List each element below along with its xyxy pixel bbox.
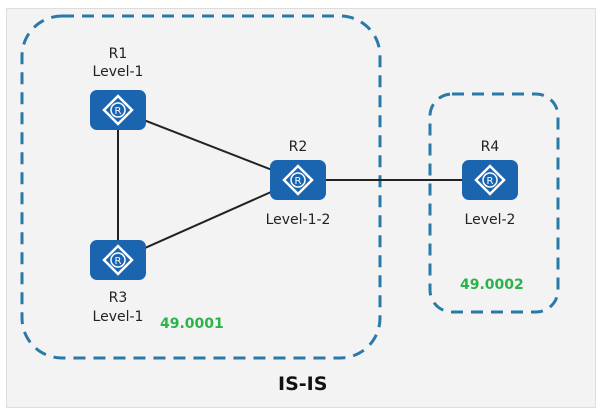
diagram-background <box>6 8 596 408</box>
router-icon[interactable]: R <box>270 160 326 200</box>
svg-text:R: R <box>115 256 122 267</box>
r1-level: Level-1 <box>92 64 144 80</box>
r2-name: R2 <box>288 139 308 155</box>
svg-text:R: R <box>115 106 122 117</box>
router-icon[interactable]: R <box>90 90 146 130</box>
area-id-49-0001: 49.0001 <box>160 316 224 332</box>
router-icon[interactable]: R <box>462 160 518 200</box>
r3-level: Level-1 <box>92 309 144 325</box>
area-49-0002-boundary <box>428 92 560 314</box>
svg-text:R: R <box>487 176 494 187</box>
r2-level: Level-1-2 <box>265 212 331 228</box>
r4-level: Level-2 <box>464 212 516 228</box>
router-icon[interactable]: R <box>90 240 146 280</box>
area-id-49-0002: 49.0002 <box>460 277 524 293</box>
svg-text:R: R <box>295 176 302 187</box>
r3-name: R3 <box>108 290 128 306</box>
r4-name: R4 <box>480 139 500 155</box>
link-r3-r2 <box>117 179 299 261</box>
r1-name: R1 <box>108 46 128 62</box>
diagram-title: IS-IS <box>278 373 328 395</box>
area-49-0001-boundary <box>20 14 382 360</box>
link-r1-r2 <box>117 109 299 181</box>
